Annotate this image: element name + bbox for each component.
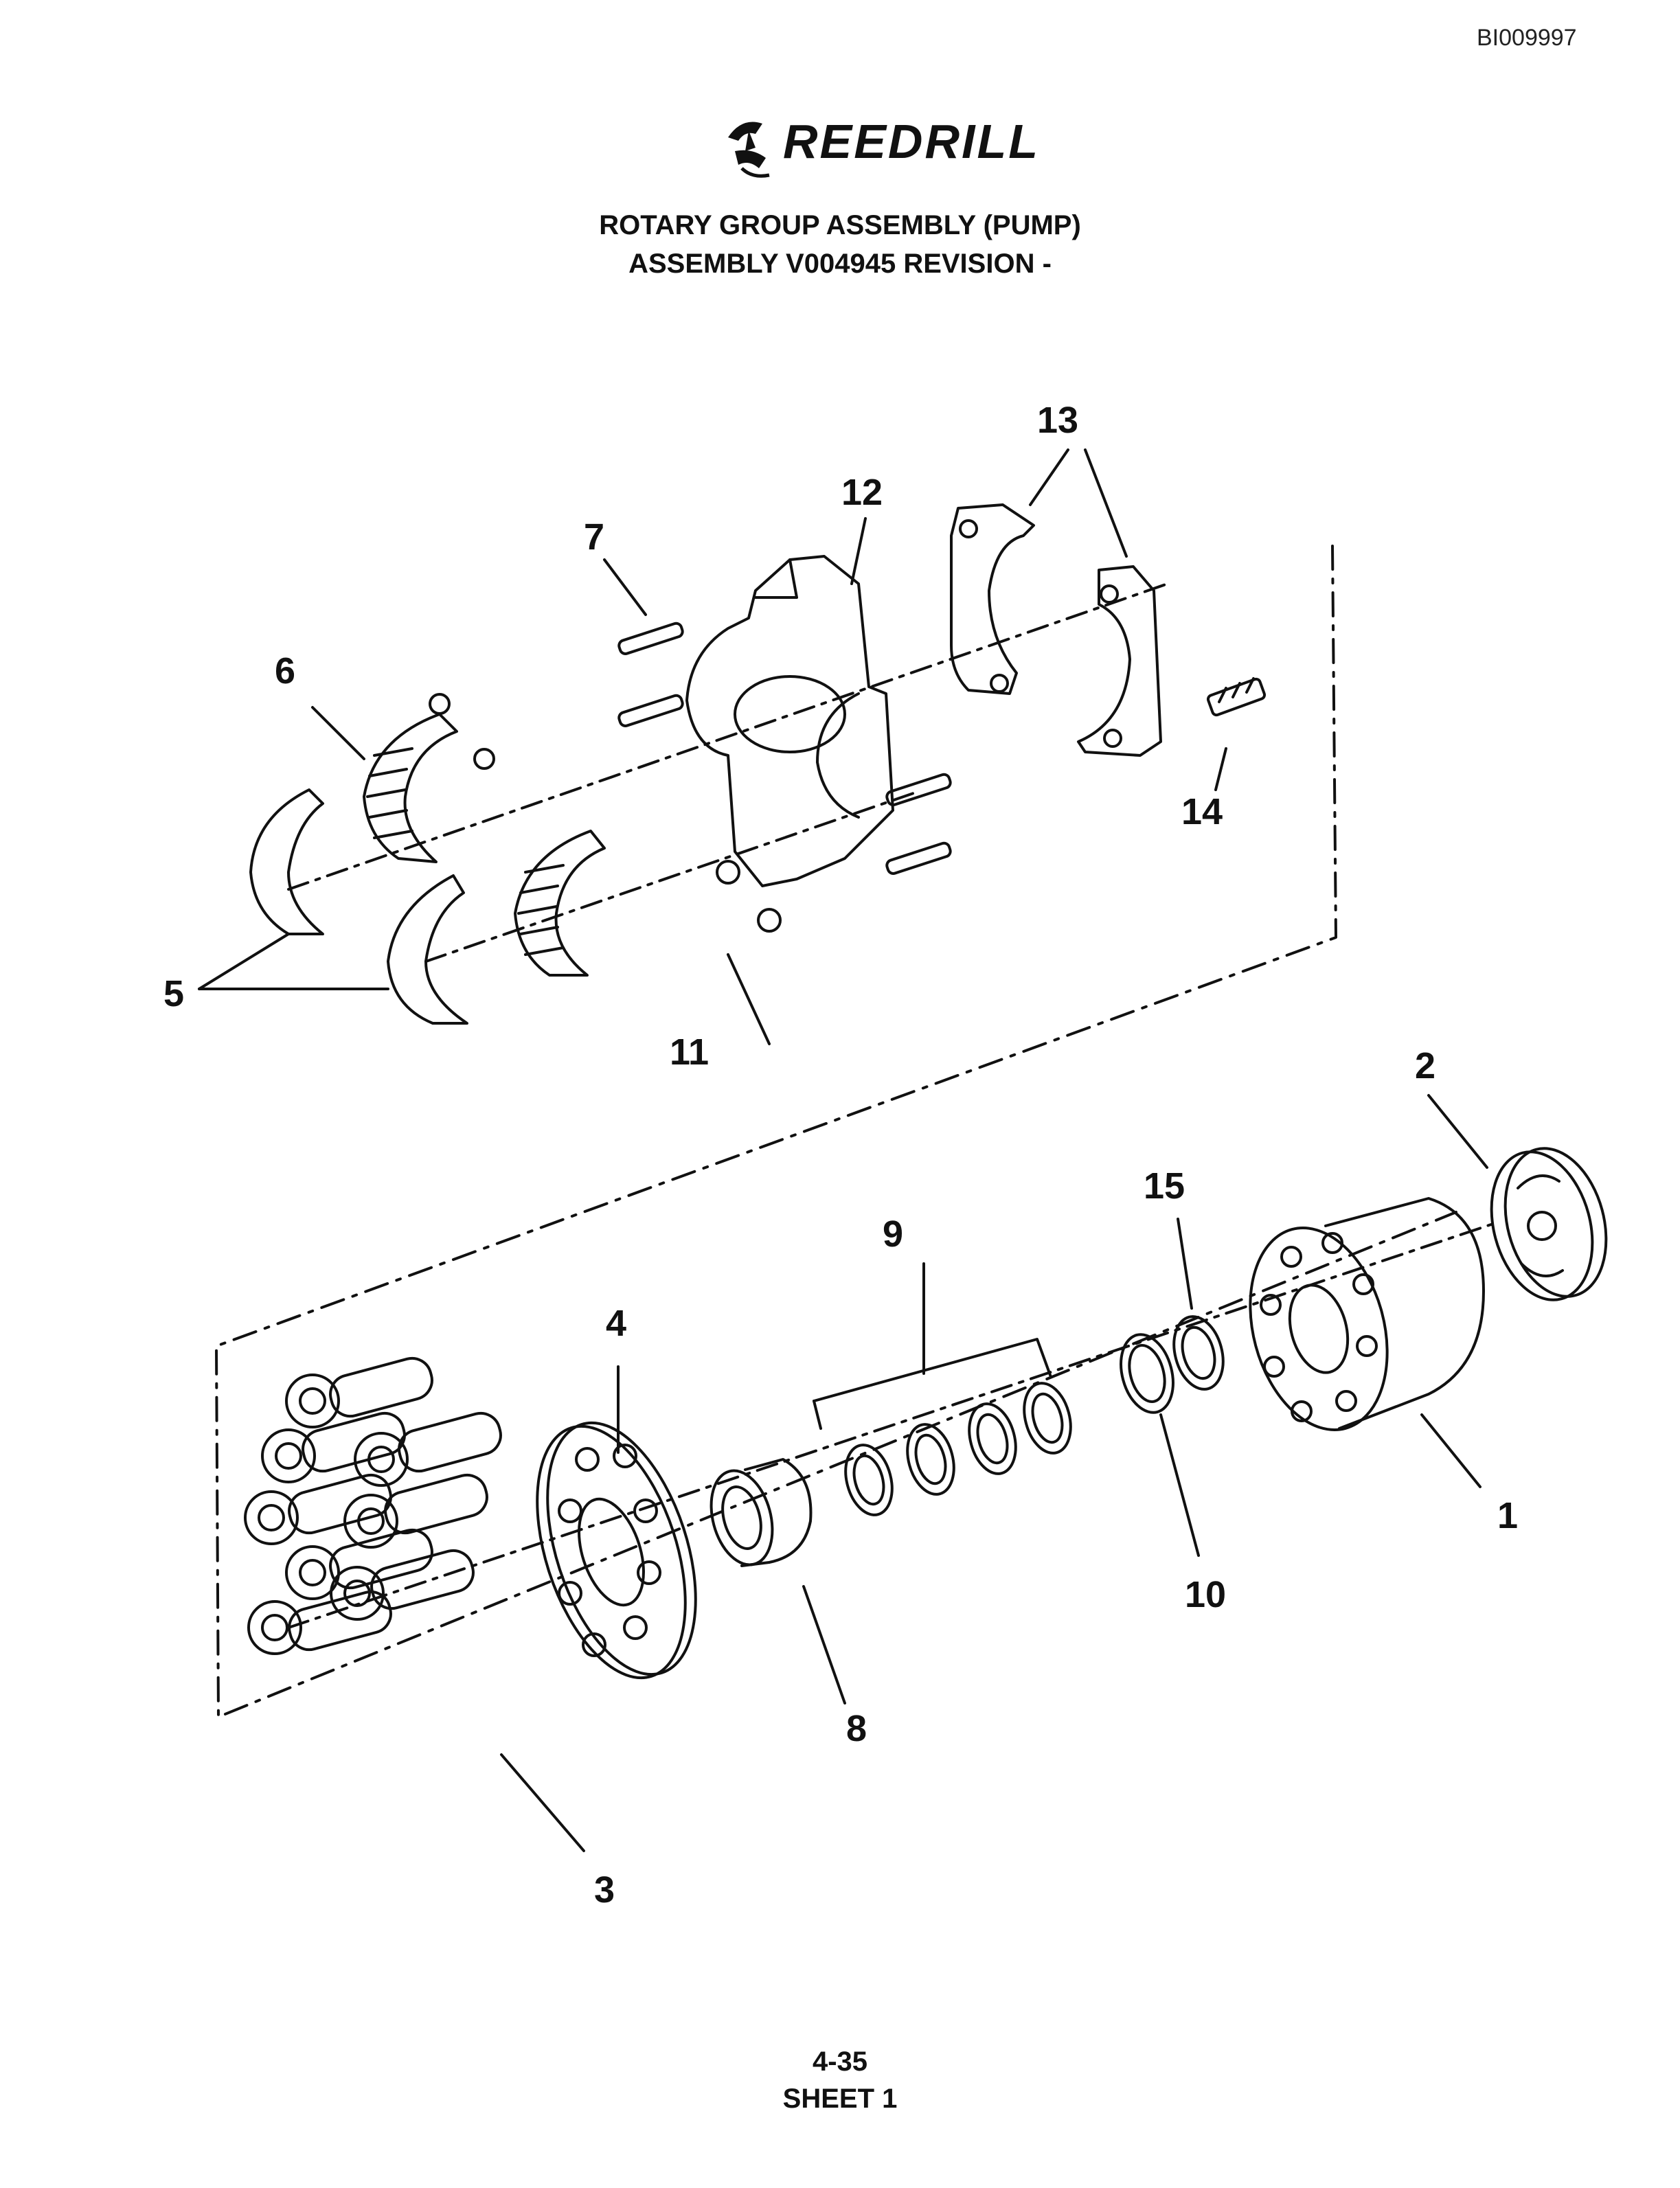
upper-axis-line-2 (424, 792, 915, 963)
part-9-shims (844, 1382, 1072, 1516)
callout-12: 12 (841, 472, 883, 513)
part-6-bearing-cage-upper (363, 713, 458, 863)
part-13-saddle-left (950, 503, 1035, 695)
callout-4: 4 (606, 1303, 626, 1344)
callout-15: 15 (1144, 1165, 1185, 1207)
part-13-saddle-right (1077, 565, 1162, 757)
callout-5: 5 (163, 973, 184, 1014)
assembly-boundary (215, 545, 1457, 1718)
document-id: BI009997 (1477, 25, 1577, 51)
title-line-2: ASSEMBLY V004945 REVISION - (628, 249, 1052, 279)
callout-8: 8 (846, 1708, 867, 1749)
leader-lines (198, 448, 1488, 1852)
part-3-pistons (244, 1356, 502, 1655)
title-block: ROTARY GROUP ASSEMBLY (PUMP) ASSEMBLY V0… (0, 206, 1680, 283)
part-15-ring (1172, 1315, 1225, 1391)
callout-3: 3 (594, 1869, 615, 1911)
part-12-swash-plate (685, 555, 894, 887)
sheet-label: SHEET 1 (782, 2084, 898, 2114)
callout-1: 1 (1497, 1495, 1518, 1536)
callout-14: 14 (1181, 791, 1223, 832)
part-5-half-ring-left (249, 788, 324, 935)
brand-name: REEDRILL (783, 115, 1040, 168)
callout-9: 9 (883, 1213, 903, 1255)
callout-10: 10 (1185, 1574, 1226, 1615)
logo-mark-icon (728, 122, 770, 178)
part-2-valve-plate (1490, 1147, 1608, 1301)
part-11-nuts (429, 693, 782, 933)
reedrill-logo: REEDRILL (714, 110, 1099, 185)
part-10-ring (1120, 1333, 1174, 1414)
part-1-cylinder-block (1249, 1197, 1485, 1431)
callout-2: 2 (1415, 1045, 1435, 1086)
callout-13: 13 (1037, 400, 1078, 441)
part-8-ball-guide (710, 1458, 813, 1567)
callout-7: 7 (584, 516, 604, 558)
callout-numbers: 1 2 3 4 5 6 7 8 9 10 11 12 13 14 15 (163, 400, 1518, 1911)
part-4-retainer-plate (536, 1421, 697, 1680)
part-7-pins (617, 622, 952, 875)
part-6-bearing-cage-lower (514, 830, 606, 977)
upper-axis-line (287, 582, 1169, 891)
callout-6: 6 (275, 650, 295, 692)
page-footer: 4-35 SHEET 1 (0, 2043, 1680, 2117)
part-14-screw (1206, 677, 1267, 717)
part-5-half-ring-right (387, 874, 468, 1025)
callout-11: 11 (670, 1032, 709, 1073)
page-number: 4-35 (812, 2047, 868, 2077)
title-line-1: ROTARY GROUP ASSEMBLY (PUMP) (599, 210, 1081, 240)
lower-axis-line (287, 1221, 1499, 1629)
